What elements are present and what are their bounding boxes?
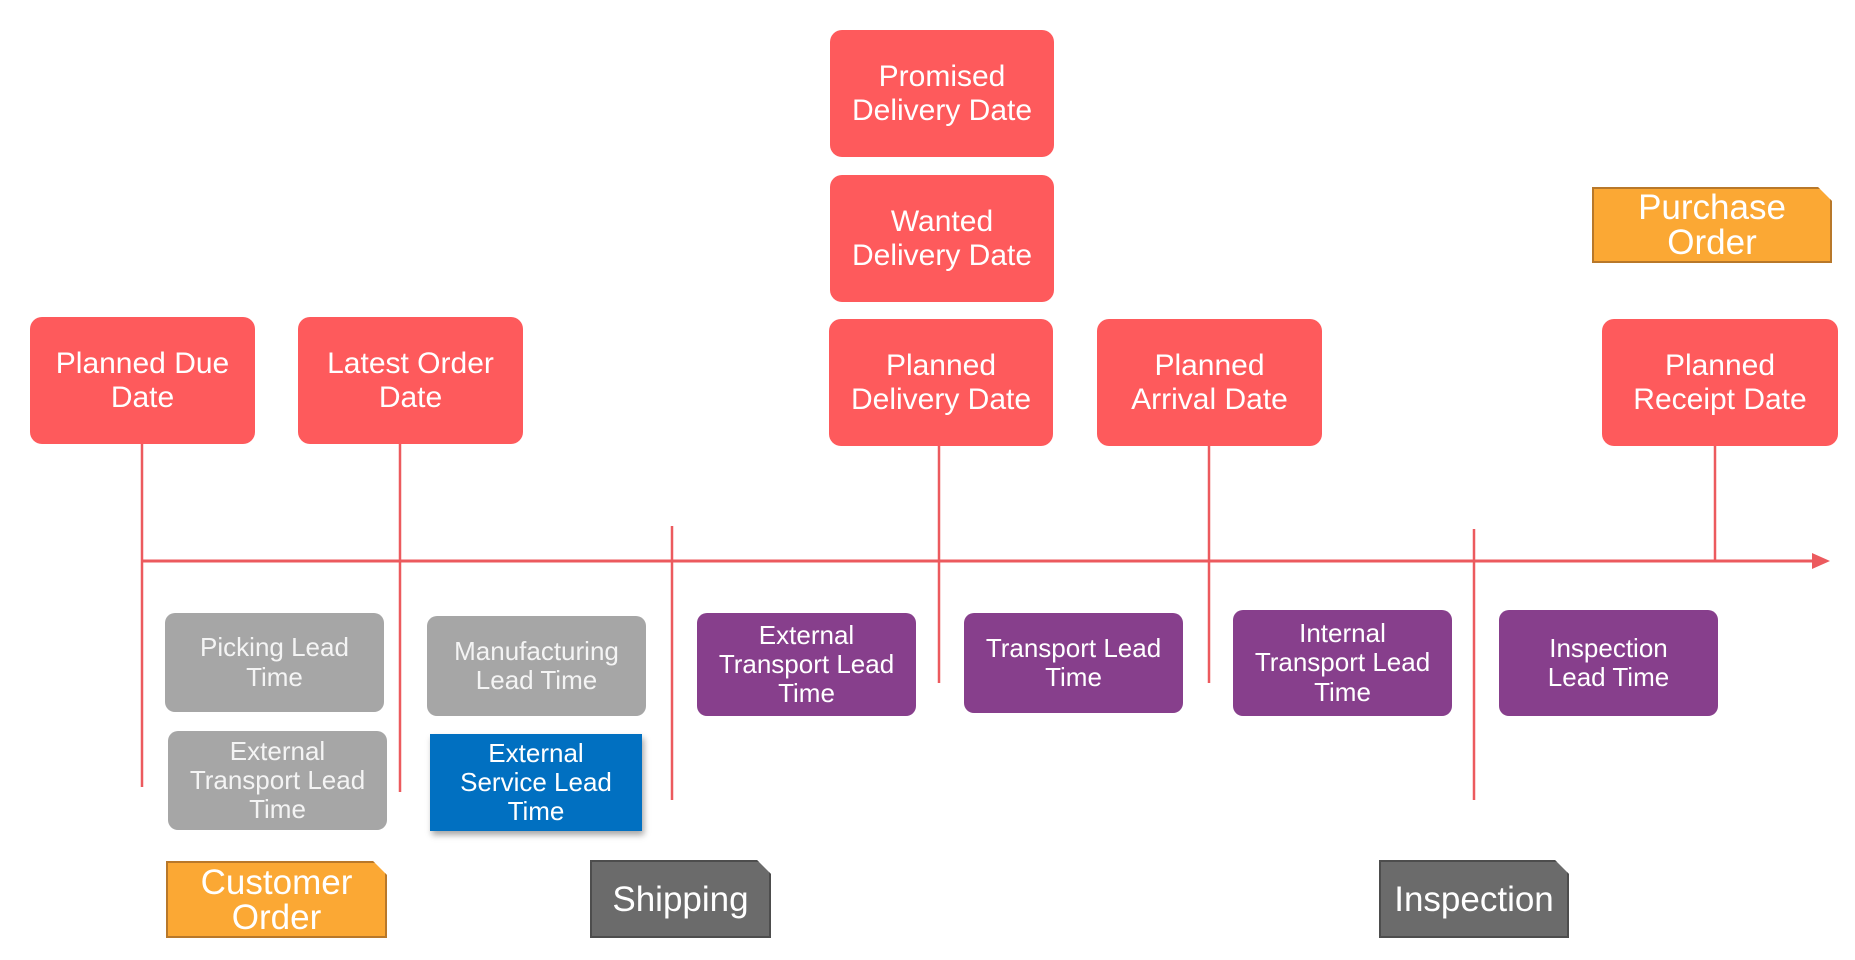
latest-order-date-box: Latest Order Date [298,317,523,444]
shipping-tag: Shipping [590,860,771,938]
planned-arrival-date-box: Planned Arrival Date [1097,319,1322,446]
external-service-lead-time-box: External Service Lead Time [430,734,642,831]
internal-transport-lead-time-box: Internal Transport Lead Time [1233,610,1452,716]
planned-delivery-date-box: Planned Delivery Date [829,319,1053,446]
purchase-order-tag: Purchase Order [1592,187,1832,263]
timeline-arrow-head [1812,553,1830,569]
planned-receipt-date-box: Planned Receipt Date [1602,319,1838,446]
inspection-tag: Inspection [1379,860,1569,938]
manufacturing-lead-time-box: Manufacturing Lead Time [427,616,646,716]
planned-due-date-box: Planned Due Date [30,317,255,444]
external-transport-lead-time-gray-box: External Transport Lead Time [168,731,387,830]
transport-lead-time-box: Transport Lead Time [964,613,1183,713]
inspection-lead-time-box: Inspection Lead Time [1499,610,1718,716]
customer-order-tag: Customer Order [166,861,387,938]
wanted-delivery-date-box: Wanted Delivery Date [830,175,1054,302]
external-transport-lead-time-box: External Transport Lead Time [697,613,916,716]
promised-delivery-date-box: Promised Delivery Date [830,30,1054,157]
picking-lead-time-box: Picking Lead Time [165,613,384,712]
